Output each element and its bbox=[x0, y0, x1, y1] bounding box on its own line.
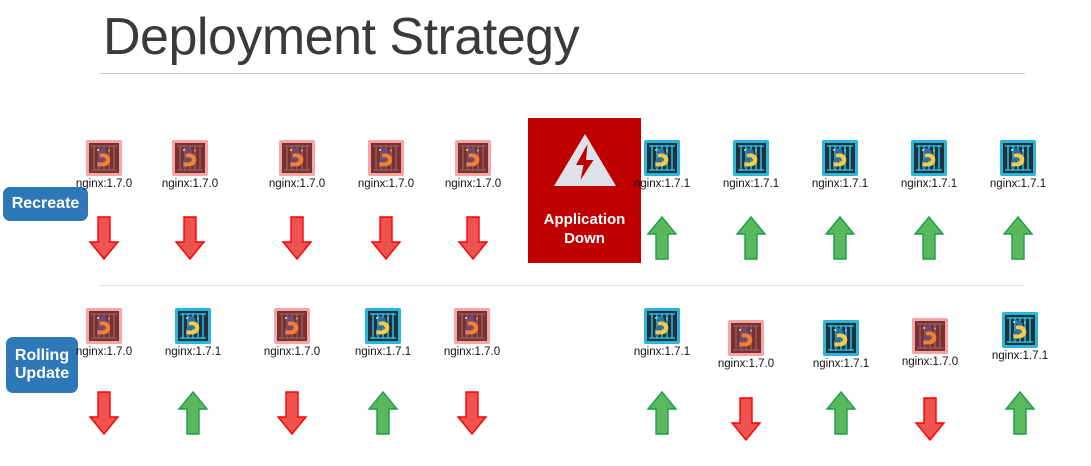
pod-recreate_row-1: nginx:1.7.0 bbox=[76, 140, 132, 190]
pod-rolling_row-8: nginx:1.7.1 bbox=[813, 320, 869, 370]
arrow-down-icon bbox=[369, 215, 403, 261]
pod-recreate_row-5: nginx:1.7.0 bbox=[445, 140, 501, 190]
rolling-update-strategy-badge[interactable]: Rolling Update bbox=[6, 337, 78, 393]
container-icon-old bbox=[912, 318, 948, 354]
application-down-text: Application Down bbox=[528, 211, 641, 249]
pod-recreate_row-8: nginx:1.7.1 bbox=[812, 140, 868, 190]
pod-version-label: nginx:1.7.1 bbox=[812, 358, 870, 370]
pod-version-label: nginx:1.7.1 bbox=[633, 178, 691, 190]
container-icon-old bbox=[86, 308, 122, 344]
pod-rolling_row-9: nginx:1.7.0 bbox=[902, 318, 958, 368]
pod-version-label: nginx:1.7.1 bbox=[722, 178, 780, 190]
container-icon-old bbox=[86, 140, 122, 176]
container-icon-old bbox=[454, 308, 490, 344]
recreate-label: Recreate bbox=[11, 194, 80, 212]
arrow-up-icon bbox=[912, 215, 946, 261]
arrow-up-icon bbox=[734, 215, 768, 261]
arrow-down-icon bbox=[275, 390, 309, 436]
arrow-down-icon bbox=[455, 390, 489, 436]
pod-recreate_row-2: nginx:1.7.0 bbox=[162, 140, 218, 190]
container-icon-new bbox=[644, 308, 680, 344]
container-icon-new bbox=[823, 320, 859, 356]
arrow-up-icon bbox=[1001, 215, 1035, 261]
pod-version-label: nginx:1.7.1 bbox=[991, 350, 1049, 362]
pod-version-label: nginx:1.7.0 bbox=[717, 358, 775, 370]
pod-version-label: nginx:1.7.0 bbox=[444, 178, 502, 190]
alert-line-1: Application bbox=[543, 211, 626, 228]
pod-version-label: nginx:1.7.1 bbox=[989, 178, 1047, 190]
rolling-label-line1: Rolling bbox=[14, 346, 70, 364]
pod-rolling_row-4: nginx:1.7.1 bbox=[355, 308, 411, 358]
arrow-up-icon bbox=[823, 215, 857, 261]
arrow-up-icon bbox=[176, 390, 210, 436]
arrow-up-icon bbox=[645, 215, 679, 261]
container-icon-old bbox=[368, 140, 404, 176]
pod-rolling_row-3: nginx:1.7.0 bbox=[264, 308, 320, 358]
pod-rolling_row-2: nginx:1.7.1 bbox=[165, 308, 221, 358]
row-divider bbox=[100, 285, 1025, 286]
pod-rolling_row-7: nginx:1.7.0 bbox=[718, 320, 774, 370]
pod-version-label: nginx:1.7.0 bbox=[268, 178, 326, 190]
container-icon-new bbox=[822, 140, 858, 176]
arrow-down-icon bbox=[87, 215, 121, 261]
pod-recreate_row-7: nginx:1.7.1 bbox=[723, 140, 779, 190]
pod-version-label: nginx:1.7.1 bbox=[811, 178, 869, 190]
arrow-down-icon bbox=[87, 390, 121, 436]
arrow-up-icon bbox=[645, 390, 679, 436]
arrow-up-icon bbox=[1003, 390, 1037, 436]
warning-triangle-icon bbox=[552, 132, 618, 195]
pod-recreate_row-10: nginx:1.7.1 bbox=[990, 140, 1046, 190]
arrow-down-icon bbox=[729, 396, 763, 442]
arrow-down-icon bbox=[173, 215, 207, 261]
arrow-down-icon bbox=[280, 215, 314, 261]
application-down-alert: Application Down bbox=[528, 118, 641, 263]
pod-rolling_row-6: nginx:1.7.1 bbox=[634, 308, 690, 358]
arrow-down-icon bbox=[456, 215, 490, 261]
container-icon-old bbox=[455, 140, 491, 176]
container-icon-old bbox=[279, 140, 315, 176]
pod-recreate_row-4: nginx:1.7.0 bbox=[358, 140, 414, 190]
container-icon-old bbox=[172, 140, 208, 176]
title-divider bbox=[100, 73, 1025, 74]
container-icon-new bbox=[365, 308, 401, 344]
arrow-down-icon bbox=[913, 396, 947, 442]
pod-version-label: nginx:1.7.0 bbox=[75, 346, 133, 358]
container-icon-new bbox=[911, 140, 947, 176]
pod-version-label: nginx:1.7.0 bbox=[263, 346, 321, 358]
arrow-up-icon bbox=[366, 390, 400, 436]
page-title: Deployment Strategy bbox=[103, 8, 580, 66]
pod-rolling_row-1: nginx:1.7.0 bbox=[76, 308, 132, 358]
recreate-strategy-badge[interactable]: Recreate bbox=[3, 187, 88, 221]
rolling-label-line2: Update bbox=[14, 365, 70, 382]
pod-rolling_row-10: nginx:1.7.1 bbox=[992, 312, 1048, 362]
pod-version-label: nginx:1.7.0 bbox=[357, 178, 415, 190]
container-icon-old bbox=[728, 320, 764, 356]
pod-recreate_row-3: nginx:1.7.0 bbox=[269, 140, 325, 190]
container-icon-old bbox=[274, 308, 310, 344]
pod-version-label: nginx:1.7.0 bbox=[75, 178, 133, 190]
arrow-up-icon bbox=[824, 390, 858, 436]
container-icon-new bbox=[644, 140, 680, 176]
pod-version-label: nginx:1.7.1 bbox=[900, 178, 958, 190]
pod-version-label: nginx:1.7.1 bbox=[164, 346, 222, 358]
container-icon-new bbox=[1002, 312, 1038, 348]
alert-line-2: Down bbox=[564, 229, 605, 247]
pod-version-label: nginx:1.7.0 bbox=[161, 178, 219, 190]
container-icon-new bbox=[1000, 140, 1036, 176]
pod-version-label: nginx:1.7.0 bbox=[443, 346, 501, 358]
pod-version-label: nginx:1.7.0 bbox=[901, 356, 959, 368]
pod-recreate_row-6: nginx:1.7.1 bbox=[634, 140, 690, 190]
pod-version-label: nginx:1.7.1 bbox=[633, 346, 691, 358]
container-icon-new bbox=[733, 140, 769, 176]
pod-version-label: nginx:1.7.1 bbox=[354, 346, 412, 358]
container-icon-new bbox=[175, 308, 211, 344]
pod-rolling_row-5: nginx:1.7.0 bbox=[444, 308, 500, 358]
pod-recreate_row-9: nginx:1.7.1 bbox=[901, 140, 957, 190]
